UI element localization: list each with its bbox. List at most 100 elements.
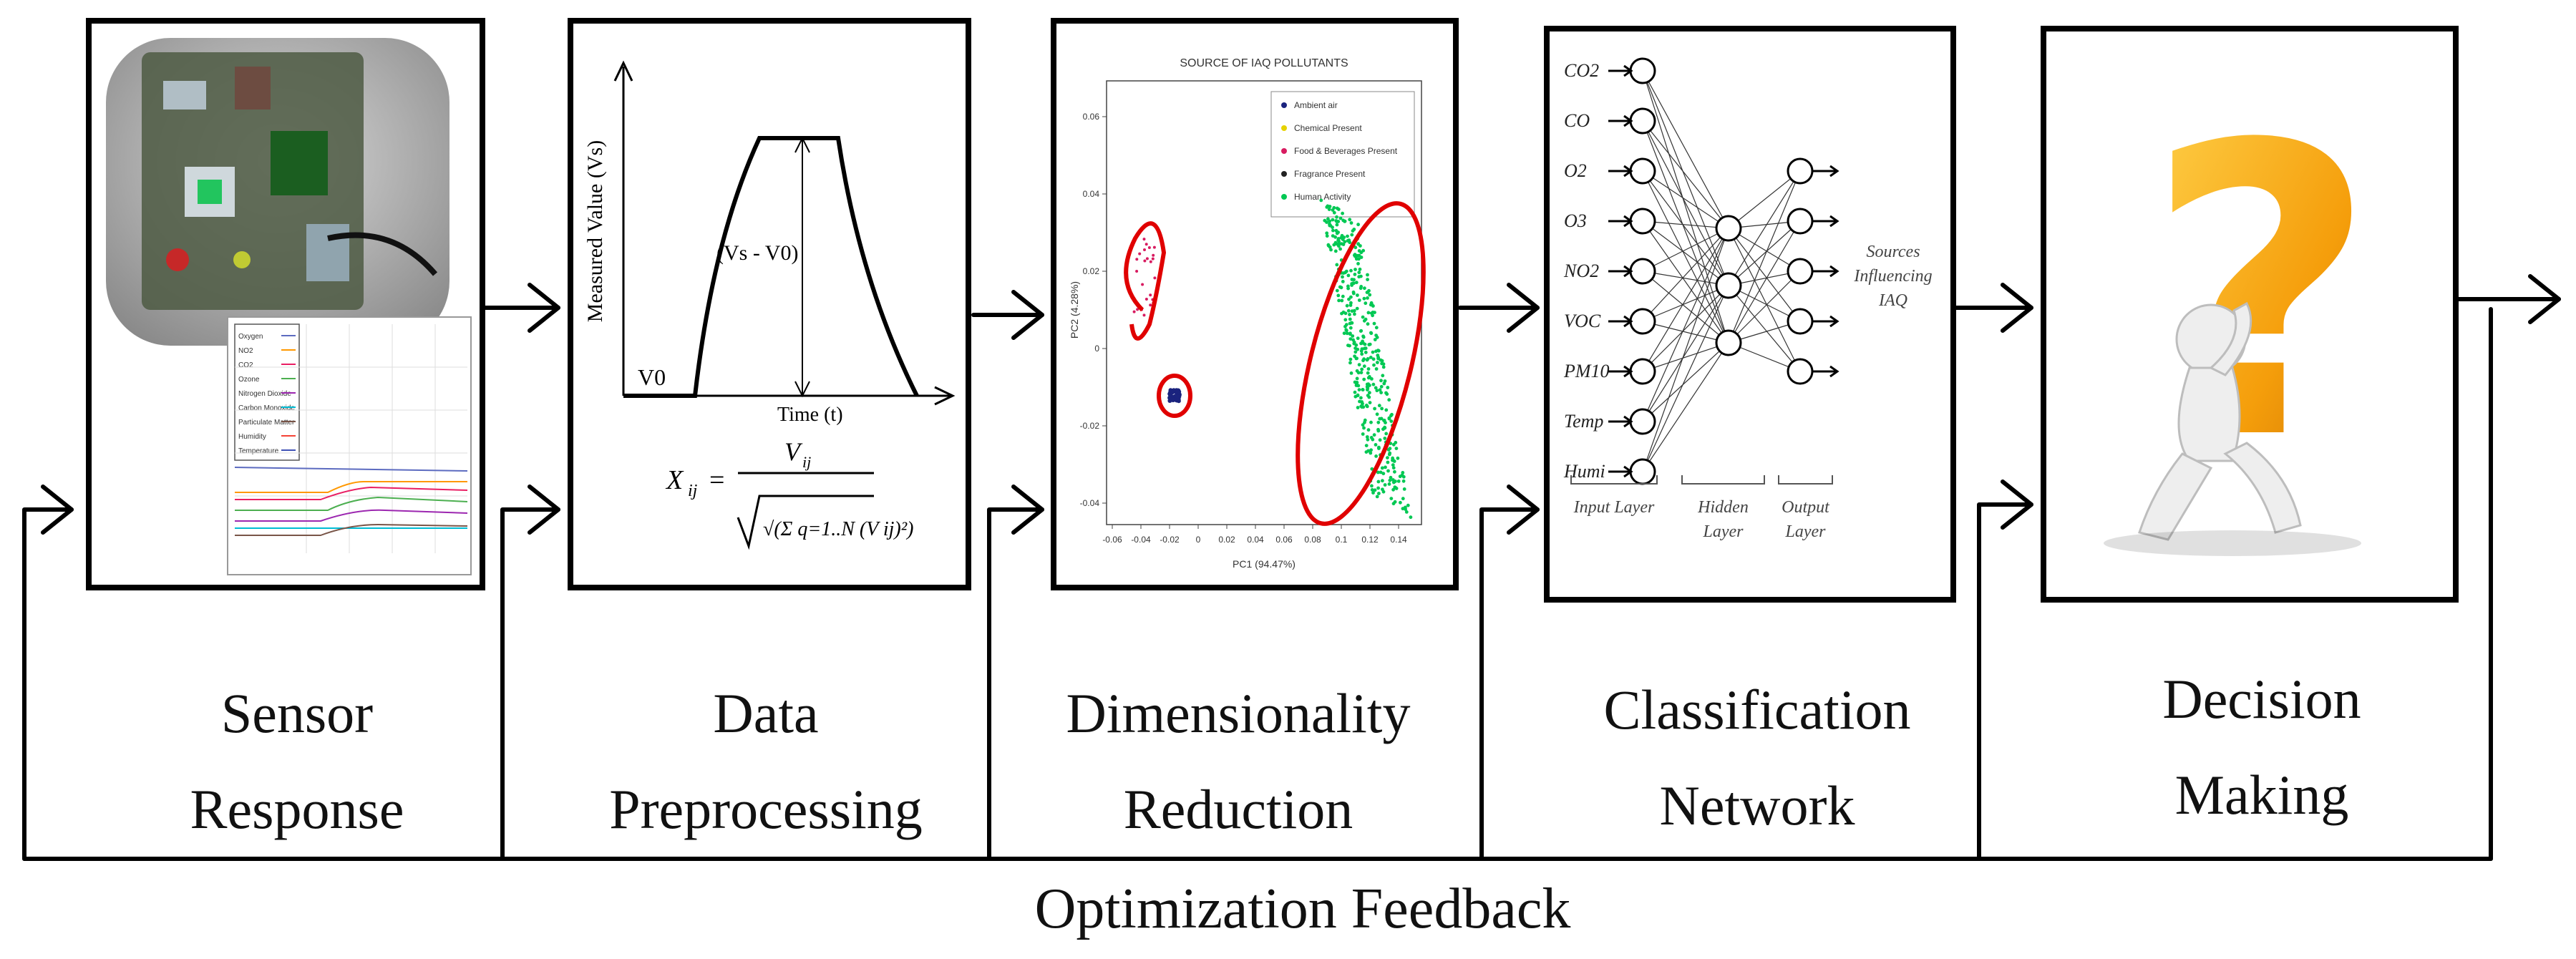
pca-point-human xyxy=(1348,337,1353,341)
nn-output-node xyxy=(1787,258,1814,285)
pca-point-human xyxy=(1364,444,1369,447)
pca-point-human xyxy=(1389,414,1393,418)
pca-point-human xyxy=(1348,317,1352,321)
pca-point-human xyxy=(1362,296,1366,301)
pca-point-food xyxy=(1132,310,1136,313)
pca-point-human xyxy=(1374,334,1378,337)
pca-point-ambient xyxy=(1175,394,1180,399)
caption-line: Sensor xyxy=(220,682,374,744)
pca-point-human xyxy=(1357,388,1361,391)
feedback-riser-1 xyxy=(22,507,74,861)
pca-point-human xyxy=(1348,313,1351,316)
pca-point-human xyxy=(1370,467,1374,471)
pca-point-human xyxy=(1348,303,1353,307)
pca-point-human xyxy=(1326,204,1330,208)
pca-point-human xyxy=(1381,472,1386,476)
nn-output-node xyxy=(1787,208,1814,235)
pca-point-food xyxy=(1138,252,1142,255)
pca-point-human xyxy=(1381,365,1386,369)
pca-point-human xyxy=(1380,466,1384,470)
pca-point-human xyxy=(1369,331,1373,335)
nn-input-label: VOC xyxy=(1564,311,1601,331)
pca-x-tick: 0.08 xyxy=(1304,535,1321,545)
pca-point-human xyxy=(1335,223,1339,227)
pca-point-human xyxy=(1368,293,1372,297)
pca-point-human xyxy=(1360,367,1364,371)
pca-point-human xyxy=(1341,275,1344,279)
pca-point-human xyxy=(1372,321,1376,326)
pca-point-human xyxy=(1356,394,1360,398)
pca-point-human xyxy=(1366,371,1370,375)
pca-point-human xyxy=(1371,382,1376,386)
pca-x-tick: -0.02 xyxy=(1160,535,1180,545)
pca-point-human xyxy=(1401,479,1406,483)
nn-output-node xyxy=(1787,157,1814,185)
feedback-riser-2 xyxy=(500,507,560,861)
pca-point-human xyxy=(1370,488,1374,492)
pca-point-human xyxy=(1343,318,1348,322)
svg-text:ij: ij xyxy=(688,482,698,500)
pca-point-human xyxy=(1394,441,1398,444)
pca-point-human xyxy=(1391,487,1395,492)
nn-input-node xyxy=(1629,107,1656,135)
pca-point-human xyxy=(1391,463,1395,467)
nn-layer-label: Hidden xyxy=(1697,498,1749,517)
pca-point-human xyxy=(1401,497,1405,501)
pca-point-human xyxy=(1345,331,1349,336)
pca-point-human xyxy=(1357,271,1361,275)
pca-legend-entry: Ambient air xyxy=(1294,100,1338,110)
pca-point-human xyxy=(1364,301,1368,306)
pca-point-human xyxy=(1356,347,1360,351)
pca-point-human xyxy=(1374,443,1378,447)
pca-point-human xyxy=(1358,267,1362,271)
pca-point-human xyxy=(1351,338,1355,342)
pca-point-human xyxy=(1326,243,1331,248)
pca-point-human xyxy=(1359,250,1364,255)
pca-point-food xyxy=(1144,298,1148,301)
pca-point-human xyxy=(1375,412,1379,417)
feedback-riser-3 xyxy=(987,507,1044,861)
pca-point-human xyxy=(1379,384,1384,389)
pca-point-human xyxy=(1362,318,1366,323)
caption-decision-making: Decision Making xyxy=(2076,651,2448,843)
pca-point-human xyxy=(1340,298,1344,303)
pca-point-human xyxy=(1325,234,1329,238)
pca-point-human xyxy=(1362,426,1366,430)
pca-point-human xyxy=(1349,295,1353,299)
pca-point-human xyxy=(1396,480,1401,483)
pca-legend-entry: Human Activity xyxy=(1294,192,1351,202)
pca-point-human xyxy=(1348,331,1352,336)
pca-point-human xyxy=(1391,458,1395,462)
pca-point-food xyxy=(1153,276,1157,280)
pca-point-human xyxy=(1356,384,1361,388)
pca-point-human xyxy=(1345,303,1349,308)
pca-point-human xyxy=(1359,404,1364,409)
caption-data-preprocessing: Data Preprocessing xyxy=(573,666,959,857)
pca-point-human xyxy=(1388,447,1392,451)
pca-point-human xyxy=(1371,304,1375,308)
pca-point-ambient xyxy=(1170,396,1175,401)
pca-point-human xyxy=(1376,429,1381,433)
pca-point-human xyxy=(1325,231,1329,235)
caption-line: Data xyxy=(713,682,819,744)
nn-input-label: NO2 xyxy=(1563,261,1599,281)
pca-point-human xyxy=(1336,293,1341,298)
nn-output-label: Influencing xyxy=(1853,267,1932,286)
pca-point-food xyxy=(1135,270,1139,273)
caption-line: Making xyxy=(2174,764,2349,826)
pca-point-human xyxy=(1348,326,1353,330)
pca-legend-entry: Chemical Present xyxy=(1294,123,1362,133)
nn-input-node xyxy=(1629,458,1656,485)
nn-layer-label: Input Layer xyxy=(1573,498,1655,517)
pca-point-food xyxy=(1143,259,1147,263)
feedback-riser-5 xyxy=(1977,502,2033,861)
pca-point-human xyxy=(1366,290,1370,294)
pca-point-human xyxy=(1384,465,1387,469)
preprocessing-xlabel: Time (t) xyxy=(777,404,843,426)
pca-point-human xyxy=(1373,338,1377,341)
pca-point-human xyxy=(1365,385,1369,389)
pca-point-human xyxy=(1335,288,1339,293)
